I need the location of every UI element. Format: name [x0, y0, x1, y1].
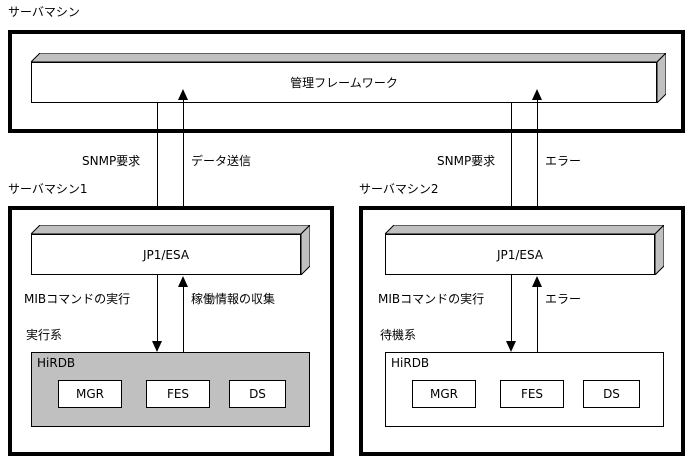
- flow-label-error-top-right: エラー: [545, 154, 582, 168]
- hirdb-box-left: HiRDB MGR FES DS: [31, 352, 310, 427]
- flow-label-snmp-request-right: SNMP要求: [437, 154, 496, 168]
- process-box-fes-left: FES: [146, 380, 210, 408]
- jp1-esa-label-left: JP1/ESA: [31, 234, 301, 275]
- flow-line-operation-info-left: [183, 287, 184, 352]
- flow-line-data-send-left: [183, 100, 184, 207]
- hirdb-title-left: HiRDB: [37, 356, 76, 370]
- flow-arrow-data-send-left: [178, 89, 188, 100]
- flow-line-snmp-request-left: [157, 103, 158, 207]
- flow-line-snmp-request-right: [511, 103, 512, 207]
- flow-line-error-right: [537, 287, 538, 352]
- flow-arrow-error-top-right: [532, 89, 542, 100]
- process-box-mgr-left: MGR: [58, 380, 122, 408]
- jp1-esa-slab-left: JP1/ESA: [31, 225, 310, 275]
- process-box-ds-right: DS: [583, 380, 640, 408]
- right-machine-label: サーバマシン2: [359, 182, 439, 196]
- flow-line-mib-command-left: [157, 275, 158, 341]
- hirdb-box-right: HiRDB MGR FES DS: [385, 352, 664, 427]
- process-box-fes-right: FES: [500, 380, 564, 408]
- process-box-ds-left: DS: [229, 380, 286, 408]
- flow-arrow-error-right: [532, 276, 542, 287]
- left-machine-label: サーバマシン1: [8, 182, 88, 196]
- flow-label-snmp-request-left: SNMP要求: [82, 154, 141, 168]
- flow-label-mib-command-right: MIBコマンドの実行: [378, 292, 485, 306]
- jp1-esa-label-right: JP1/ESA: [385, 234, 655, 275]
- top-machine-label: サーバマシン: [8, 5, 80, 19]
- flow-label-error-right: エラー: [545, 292, 582, 306]
- management-framework-label: 管理フレームワーク: [31, 62, 657, 103]
- flow-line-error-top-right: [537, 100, 538, 207]
- flow-arrow-mib-command-right: [506, 341, 516, 352]
- jp1-esa-slab-right: JP1/ESA: [385, 225, 664, 275]
- left-system-mode-label: 実行系: [26, 328, 63, 342]
- flow-label-mib-command-left: MIBコマンドの実行: [24, 292, 131, 306]
- process-box-mgr-right: MGR: [412, 380, 476, 408]
- flow-arrow-mib-command-left: [152, 341, 162, 352]
- hirdb-title-right: HiRDB: [391, 356, 430, 370]
- flow-label-operation-info-left: 稼働情報の収集: [191, 292, 276, 306]
- flow-arrow-operation-info-left: [178, 276, 188, 287]
- flow-label-data-send-left: データ送信: [191, 154, 252, 168]
- management-framework-slab: 管理フレームワーク: [31, 53, 666, 103]
- flow-line-mib-command-right: [511, 275, 512, 341]
- right-system-mode-label: 待機系: [380, 328, 417, 342]
